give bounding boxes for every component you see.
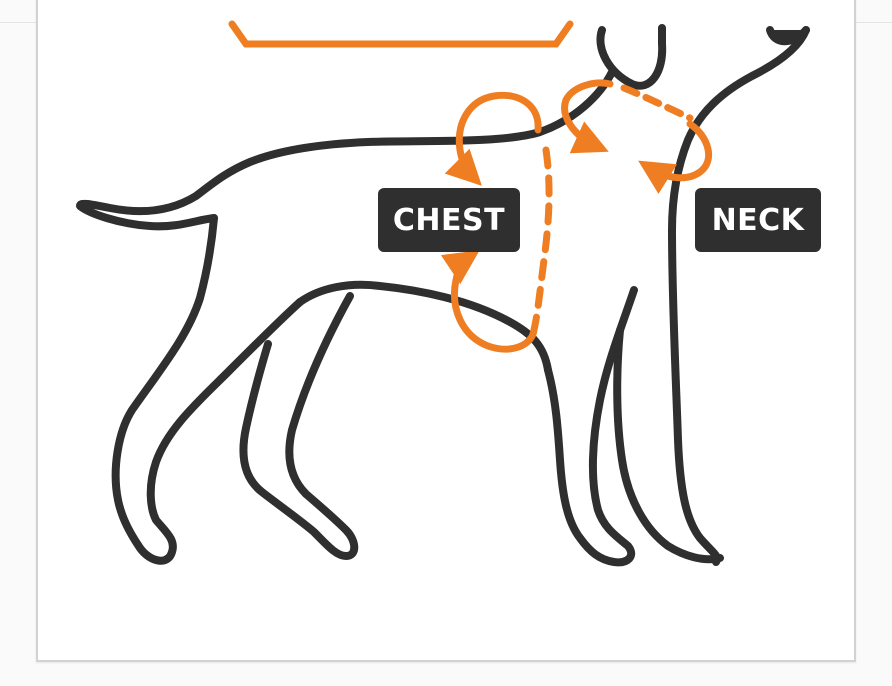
chest-loop-top: [444, 91, 542, 186]
dog-throat: [668, 26, 810, 566]
dog-rear-leg-inner: [239, 292, 359, 560]
length-arrow: [228, 20, 574, 48]
measurement-guides: [228, 20, 713, 353]
dog-back: [76, 68, 616, 231]
neck-label: NECK: [695, 188, 821, 252]
dog-front-leg-inner: [613, 326, 724, 564]
neck-loop-right: [638, 120, 713, 194]
dog-outline: [76, 24, 810, 567]
dog-ear: [596, 24, 667, 90]
chest-loop-bottom: [440, 250, 538, 353]
chest-label: CHEST: [378, 188, 520, 252]
dog-front-leg-back: [544, 286, 638, 567]
neck-loop-top: [561, 79, 614, 154]
neck-dashed-line: [620, 84, 694, 122]
dog-rear-leg-outer: [111, 214, 304, 565]
chest-dashed-line: [530, 146, 553, 334]
